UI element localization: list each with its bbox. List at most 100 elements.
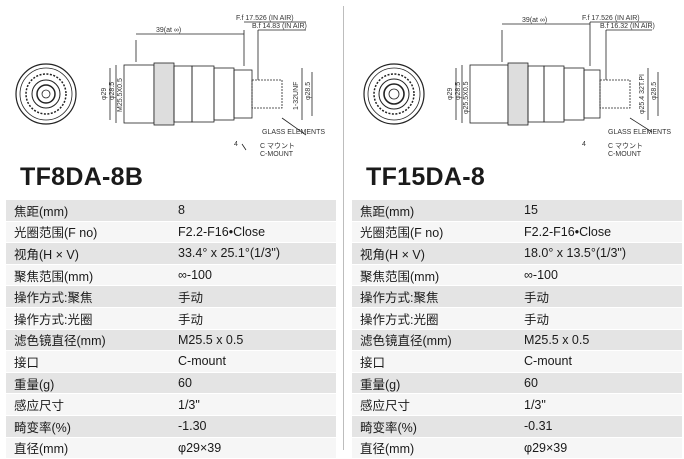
spec-label: 光圈范围(F no) bbox=[352, 221, 516, 244]
spec-label: 操作方式:光圈 bbox=[352, 307, 516, 330]
spec-label: 操作方式:聚焦 bbox=[6, 285, 170, 308]
dim-dia-outer: φ29 bbox=[447, 88, 454, 100]
spec-label: 焦距(mm) bbox=[352, 200, 516, 222]
spec-value: 8 bbox=[170, 200, 336, 222]
spec-value: M25.5 x 0.5 bbox=[516, 329, 682, 352]
spec-value: 手动 bbox=[516, 307, 682, 330]
panel-divider bbox=[343, 6, 344, 450]
dim-small-4: 4 bbox=[582, 141, 586, 148]
spec-label: 操作方式:光圈 bbox=[6, 307, 170, 330]
spec-value: ∞-100 bbox=[516, 264, 682, 287]
spec-label: 接口 bbox=[352, 350, 516, 373]
spec-value: 60 bbox=[170, 372, 336, 395]
lens-panel-right: 39(at ∞) F.f 17.526 (IN AIR) B.f 16.32 (… bbox=[352, 0, 682, 459]
spec-label: 重量(g) bbox=[352, 372, 516, 395]
dim-length: 39(at ∞) bbox=[522, 17, 547, 24]
spec-row: 直径(mm)φ29×39 bbox=[6, 437, 336, 459]
spec-value: ∞-100 bbox=[170, 264, 336, 287]
spec-label: 视角(H × V) bbox=[6, 242, 170, 265]
c-mount-label: C-MOUNT bbox=[608, 151, 642, 158]
spec-value: F2.2-F16•Close bbox=[170, 221, 336, 244]
spec-value: 手动 bbox=[170, 285, 336, 308]
model-name: TF15DA-8 bbox=[366, 163, 486, 191]
dim-mount-thread: 1-32UNF bbox=[293, 82, 300, 110]
spec-row: 视角(H × V)18.0° x 13.5°(1/3") bbox=[352, 242, 682, 265]
spec-value: φ29×39 bbox=[170, 437, 336, 459]
spec-value: 1/3" bbox=[170, 393, 336, 416]
spec-label: 焦距(mm) bbox=[6, 200, 170, 222]
c-mount-jp-label: C マウント bbox=[260, 142, 295, 150]
lens-technical-drawing: 39(at ∞) F.f 17.526 (IN AIR) B.f 16.32 (… bbox=[363, 15, 671, 158]
dim-ff: F.f 17.526 (IN AIR) bbox=[236, 15, 294, 22]
spec-value: C-mount bbox=[170, 350, 336, 373]
spec-value: 1/3" bbox=[516, 393, 682, 416]
dim-length: 39(at ∞) bbox=[156, 27, 181, 34]
lens-side-view bbox=[455, 21, 659, 133]
spec-row: 畸变率(%)-1.30 bbox=[6, 415, 336, 438]
spec-label: 感应尺寸 bbox=[352, 393, 516, 416]
spec-row: 焦距(mm)15 bbox=[352, 200, 682, 222]
spec-row: 焦距(mm)8 bbox=[6, 200, 336, 222]
model-name: TF8DA-8B bbox=[20, 163, 144, 191]
spec-label: 滤色镜直径(mm) bbox=[6, 329, 170, 352]
spec-label: 直径(mm) bbox=[6, 437, 170, 459]
spec-label: 聚焦范围(mm) bbox=[352, 264, 516, 287]
lens-drawing: 39(at ∞) F.f 17.526 (IN AIR) B.f 16.32 (… bbox=[352, 0, 682, 160]
spec-row: 畸变率(%)-0.31 bbox=[352, 415, 682, 438]
spec-row: 直径(mm)φ29×39 bbox=[352, 437, 682, 459]
spec-row: 操作方式:聚焦手动 bbox=[352, 285, 682, 308]
spec-row: 操作方式:聚焦手动 bbox=[6, 285, 336, 308]
spec-label: 重量(g) bbox=[6, 372, 170, 395]
spec-row: 重量(g)60 bbox=[6, 372, 336, 395]
lens-front-view bbox=[363, 63, 425, 125]
spec-row: 操作方式:光圈手动 bbox=[352, 307, 682, 330]
spec-label: 畸变率(%) bbox=[6, 415, 170, 438]
spec-label: 直径(mm) bbox=[352, 437, 516, 459]
spec-row: 重量(g)60 bbox=[352, 372, 682, 395]
spec-value: C-mount bbox=[516, 350, 682, 373]
spec-row: 滤色镜直径(mm)M25.5 x 0.5 bbox=[6, 329, 336, 352]
spec-label: 滤色镜直径(mm) bbox=[352, 329, 516, 352]
lens-technical-drawing: 39(at ∞) F.f 17.526 (IN AIR) B.f 14.83 (… bbox=[15, 15, 325, 158]
spec-row: 滤色镜直径(mm)M25.5 x 0.5 bbox=[352, 329, 682, 352]
glass-elements-label: GLASS ELEMENTS bbox=[608, 129, 671, 136]
spec-value: M25.5 x 0.5 bbox=[170, 329, 336, 352]
dim-mount-dia: φ28.5 bbox=[651, 82, 658, 100]
spec-row: 聚焦范围(mm)∞-100 bbox=[6, 264, 336, 287]
spec-value: F2.2-F16•Close bbox=[516, 221, 682, 244]
spec-value: 60 bbox=[516, 372, 682, 395]
spec-row: 聚焦范围(mm)∞-100 bbox=[352, 264, 682, 287]
spec-value: -0.31 bbox=[516, 415, 682, 438]
spec-row: 光圈范围(F no)F2.2-F16•Close bbox=[6, 221, 336, 244]
spec-value: φ29×39 bbox=[516, 437, 682, 459]
c-mount-label: C-MOUNT bbox=[260, 151, 294, 158]
lens-drawing: 39(at ∞) F.f 17.526 (IN AIR) B.f 14.83 (… bbox=[6, 0, 336, 160]
dim-bf: B.f 16.32 (IN AIR) bbox=[600, 23, 655, 30]
c-mount-jp-label: C マウント bbox=[608, 142, 643, 150]
dim-dia-inner: φ28.5 bbox=[109, 82, 116, 100]
spec-value: 15 bbox=[516, 200, 682, 222]
spec-label: 接口 bbox=[6, 350, 170, 373]
glass-elements-label: GLASS ELEMENTS bbox=[262, 129, 325, 136]
spec-value: 33.4° x 25.1°(1/3") bbox=[170, 242, 336, 265]
dim-mount-thread: φ25.4 32T.PI bbox=[639, 74, 646, 114]
dim-ff: F.f 17.526 (IN AIR) bbox=[582, 15, 640, 22]
dim-small-4: 4 bbox=[234, 141, 238, 148]
dim-filter: φ25.5X0.5 bbox=[463, 81, 470, 114]
spec-value: 手动 bbox=[170, 307, 336, 330]
spec-label: 视角(H × V) bbox=[352, 242, 516, 265]
lens-side-view bbox=[109, 21, 313, 151]
spec-value: 手动 bbox=[516, 285, 682, 308]
spec-label: 聚焦范围(mm) bbox=[6, 264, 170, 287]
lens-panel-left: 39(at ∞) F.f 17.526 (IN AIR) B.f 14.83 (… bbox=[6, 0, 336, 459]
spec-label: 操作方式:聚焦 bbox=[352, 285, 516, 308]
spec-value: -1.30 bbox=[170, 415, 336, 438]
dim-filter: M25.5X0.5 bbox=[117, 78, 124, 112]
spec-label: 感应尺寸 bbox=[6, 393, 170, 416]
spec-value: 18.0° x 13.5°(1/3") bbox=[516, 242, 682, 265]
